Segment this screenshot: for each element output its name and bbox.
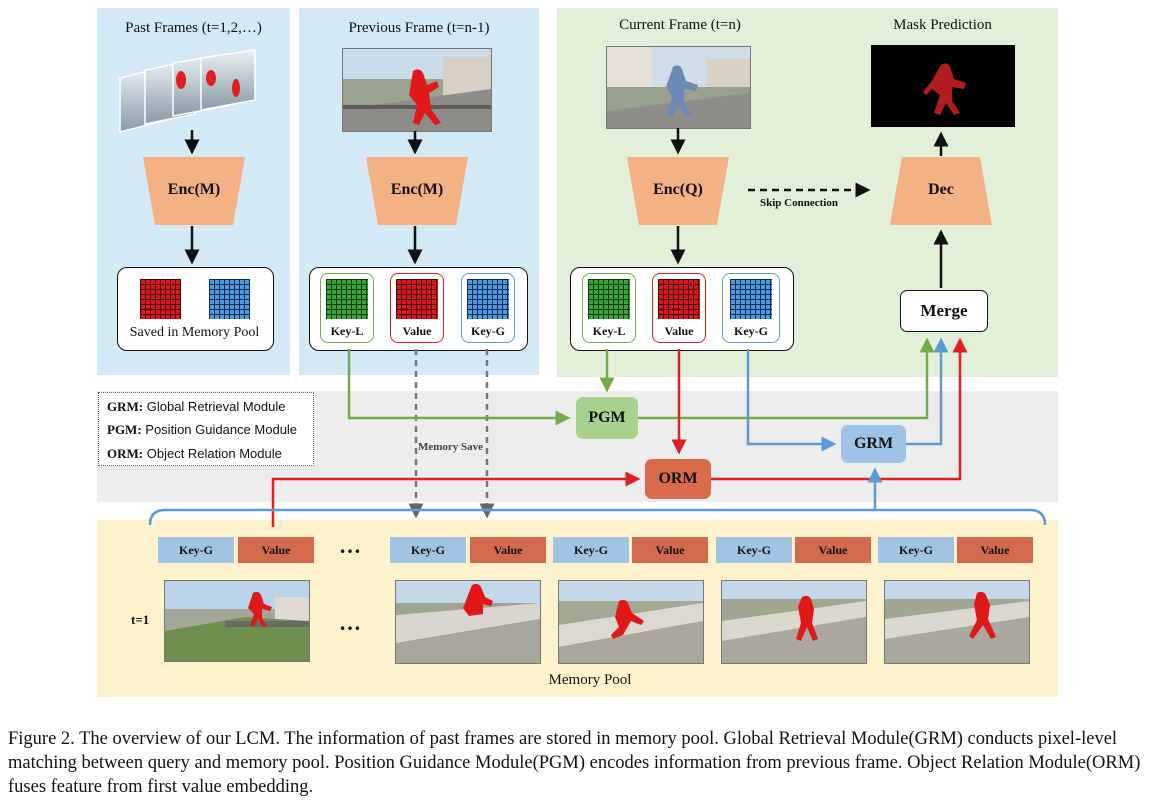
past-key-grid: [209, 279, 250, 319]
memory-frame-5: [884, 580, 1030, 664]
cur-value-grid: [658, 279, 700, 319]
memory-frame-2: [395, 580, 541, 664]
mask-prediction-title: Mask Prediction: [893, 17, 992, 33]
previous-encoder-label: Enc(M): [390, 181, 444, 198]
memory-pool-label: Memory Pool: [548, 672, 632, 688]
mask-prediction-image: [871, 45, 1015, 127]
cur-value-label: Value: [664, 324, 694, 338]
prev-value-card: Value: [390, 273, 444, 343]
legend-row-orm: ORM: Object Relation Module: [107, 446, 282, 462]
previous-frame-image: [342, 48, 492, 132]
pgm-box: PGM: [576, 397, 638, 439]
memory-key-4: Key-G: [716, 537, 792, 563]
cur-key-g-card: Key-G: [722, 273, 780, 343]
prev-value-grid: [396, 279, 438, 319]
figure-caption: Figure 2. The overview of our LCM. The i…: [8, 729, 1141, 797]
cur-key-l-label: Key-L: [592, 324, 626, 338]
memory-key-2: Key-G: [390, 537, 466, 563]
memory-ellipsis-top: …: [339, 533, 361, 558]
t1-label: t=1: [131, 612, 150, 627]
legend: GRM: Global Retrieval Module PGM: Positi…: [98, 392, 314, 466]
prev-key-l-label: Key-L: [330, 324, 364, 338]
legend-row-grm: GRM: Global Retrieval Module: [107, 399, 285, 415]
prev-key-l-card: Key-L: [320, 273, 374, 343]
memory-key-3: Key-G: [553, 537, 629, 563]
memory-value-2: Value: [470, 537, 546, 563]
orm-box: ORM: [645, 459, 711, 499]
prev-key-g-card: Key-G: [461, 273, 515, 343]
past-frames-title: Past Frames (t=1,2,…): [125, 20, 262, 36]
decoder: Dec: [890, 157, 992, 225]
cur-key-g-grid: [730, 279, 772, 319]
memory-value-5: Value: [957, 537, 1033, 563]
legend-row-pgm: PGM: Position Guidance Module: [107, 422, 297, 438]
legend-grm-abbr: GRM:: [107, 399, 144, 414]
past-value-grid: [140, 279, 181, 319]
prev-value-label: Value: [402, 324, 432, 338]
cur-key-g-label: Key-G: [734, 324, 768, 338]
past-frames-stack-image: [115, 48, 275, 138]
current-encoder-label: Enc(Q): [653, 181, 703, 198]
legend-pgm-abbr: PGM:: [107, 422, 142, 437]
current-frame-image: [606, 46, 751, 129]
saved-in-memory-pool-label: Saved in Memory Pool: [129, 325, 260, 340]
memory-frame-1: [164, 580, 310, 662]
grm-box: GRM: [841, 425, 906, 463]
past-encoder: Enc(M): [143, 157, 245, 225]
skip-connection-label: Skip Connection: [760, 197, 838, 209]
memory-ellipsis-bottom: …: [339, 610, 361, 635]
prev-key-l-grid: [326, 279, 368, 319]
current-frame-title: Current Frame (t=n): [619, 17, 741, 33]
legend-grm-text: Global Retrieval Module: [146, 399, 286, 414]
legend-orm-abbr: ORM:: [107, 446, 144, 461]
legend-pgm-text: Position Guidance Module: [145, 422, 298, 437]
memory-value-3: Value: [632, 537, 708, 563]
current-encoder: Enc(Q): [627, 157, 729, 225]
memory-frame-3: [558, 580, 704, 664]
past-encoder-label: Enc(M): [167, 181, 221, 198]
prev-key-g-label: Key-G: [471, 324, 505, 338]
cur-key-l-card: Key-L: [582, 273, 636, 343]
memory-key-1: Key-G: [158, 537, 234, 563]
memory-value-4: Value: [795, 537, 871, 563]
memory-save-label: Memory Save: [418, 441, 484, 453]
cur-value-card: Value: [652, 273, 706, 343]
prev-key-g-grid: [467, 279, 509, 319]
cur-key-l-grid: [588, 279, 630, 319]
previous-encoder: Enc(M): [366, 157, 468, 225]
merge-box: Merge: [900, 290, 988, 332]
memory-frame-4: [721, 580, 867, 664]
decoder-label: Dec: [928, 181, 954, 198]
memory-key-5: Key-G: [878, 537, 954, 563]
legend-orm-text: Object Relation Module: [146, 446, 282, 461]
memory-value-1: Value: [238, 537, 314, 563]
previous-frame-title: Previous Frame (t=n-1): [348, 20, 490, 36]
